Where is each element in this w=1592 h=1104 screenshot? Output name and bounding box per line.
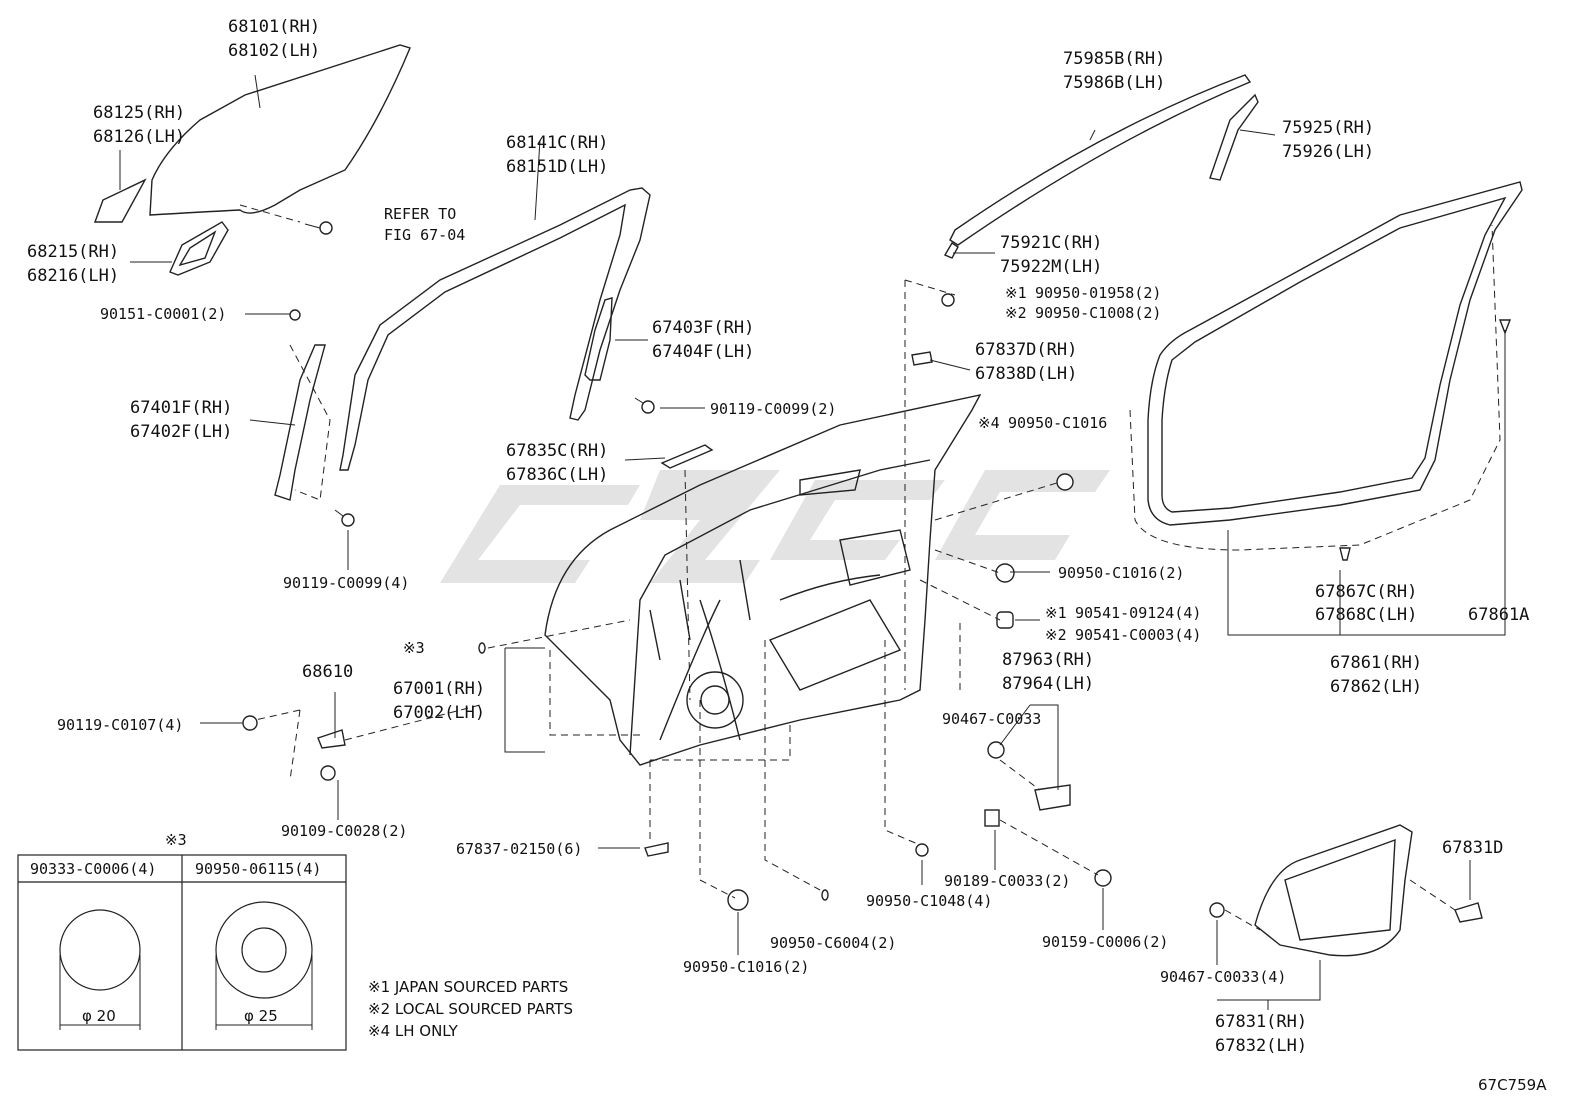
label-clip-67837: 67837-02150(6) [456, 840, 582, 858]
label-bolt-90119-2: 90119-C0099(2) [710, 400, 836, 418]
label-note2-part: 90950-C1008(2) [1035, 304, 1161, 322]
label-clip-lh: 75922M(LH) [1000, 257, 1102, 277]
label-run-lh: 67402F(LH) [130, 422, 232, 442]
label-garnish-lh: 75926(LH) [1282, 142, 1374, 162]
label-plug-2: 90950-C1016(2) [1058, 564, 1184, 582]
diagram-code: 67C759A [1478, 1076, 1547, 1094]
label-mark2-b: ※2 [1045, 626, 1067, 644]
table-col2-dia: φ 25 [244, 1007, 278, 1025]
label-garnish-rh: 75925(RH) [1282, 118, 1374, 138]
label-mark1-a: ※1 [1005, 284, 1027, 302]
label-screw-90151: 90151-C0001(2) [100, 305, 226, 323]
label-mark4: ※4 [978, 414, 1000, 432]
label-wclip-rh: 67867C(RH) [1315, 582, 1417, 602]
label-mark2-a: ※2 [1005, 304, 1027, 322]
door-panel [544, 393, 982, 766]
roof-moulding [949, 74, 1252, 246]
part-labels: 68101(RH) 68102(LH) 68125(RH) 68126(LH) … [27, 17, 1529, 1056]
label-panel-lh: 67002(LH) [393, 703, 485, 723]
label-weather-a: 67861A [1468, 605, 1529, 625]
grommet-outer-icon [215, 901, 313, 999]
label-bolt-90119-c0107: 90119-C0107(4) [57, 716, 183, 734]
door-glass [149, 44, 411, 216]
plug-table: ※3 90333-C0006(4) 90950-06115(4) φ 20 φ … [17, 831, 347, 1051]
label-support-lh: 87964(LH) [1002, 674, 1094, 694]
table-title: ※3 [165, 831, 187, 849]
label-weather-lh: 67862(LH) [1330, 677, 1422, 697]
label-glass-lh: 68102(LH) [228, 41, 320, 61]
table-col2-part: 90950-06115(4) [195, 860, 321, 878]
label-qglass-lh: 68126(LH) [93, 127, 185, 147]
label-plug-lh-only: 90950-C1016 [1008, 414, 1107, 432]
label-note1-part: 90950-01958(2) [1035, 284, 1161, 302]
label-moulding-rh: 75985B(RH) [1063, 49, 1165, 69]
label-glass-rh: 68101(RH) [228, 17, 320, 37]
label-qseal-lh: 68216(LH) [27, 266, 119, 286]
label-mark1-b: ※1 [1045, 604, 1067, 622]
table-col1-dia: φ 20 [82, 1007, 116, 1025]
division-cover [660, 444, 714, 469]
window-frame [339, 187, 651, 471]
label-frame-rh: 68141C(RH) [506, 133, 608, 153]
label-mark3: ※3 [403, 639, 425, 657]
note-1: ※1 JAPAN SOURCED PARTS [368, 978, 568, 996]
label-qseal-rh: 68215(RH) [27, 242, 119, 262]
note-3: ※4 LH ONLY [368, 1022, 459, 1040]
rear-run [584, 297, 613, 381]
label-plug-1016b: 90950-C1016(2) [683, 958, 809, 976]
door-weatherstrip [1147, 181, 1523, 526]
door-glass-group [94, 44, 714, 527]
leader-lines [119, 74, 1506, 1010]
label-plug-1048: 90950-C1048(4) [866, 892, 992, 910]
check-assy [317, 729, 346, 749]
front-run [274, 344, 326, 501]
grommet-inner-icon [241, 927, 287, 973]
bolt-icon [289, 221, 655, 527]
weatherstrip-group [943, 74, 1523, 561]
label-refer-2: FIG 67-04 [384, 226, 465, 244]
label-refer-1: REFER TO [384, 205, 456, 223]
label-nut2: 90541-C0003(4) [1075, 626, 1201, 644]
moulding-clip [943, 242, 959, 259]
label-clip-90467: 90467-C0033 [942, 710, 1041, 728]
note-2: ※2 LOCAL SOURCED PARTS [368, 1000, 573, 1018]
label-panel-rh: 67001(RH) [393, 679, 485, 699]
label-cover-rh: 67835C(RH) [506, 441, 608, 461]
quarter-glass [94, 178, 147, 223]
footnotes: ※1 JAPAN SOURCED PARTS ※2 LOCAL SOURCED … [368, 978, 573, 1040]
label-clip-rh: 75921C(RH) [1000, 233, 1102, 253]
pillar-garnish [1209, 93, 1259, 181]
label-rear-run-lh: 67404F(LH) [652, 342, 754, 362]
quarter-glass-seal [169, 221, 229, 276]
table-col1-part: 90333-C0006(4) [30, 860, 156, 878]
weatherstrip-clip [1339, 547, 1351, 561]
label-bracket-lh: 67838D(LH) [975, 364, 1077, 384]
label-hinge-part: 68610 [302, 662, 353, 682]
label-weather-rh: 67861(RH) [1330, 653, 1422, 673]
label-support-rh: 87963(RH) [1002, 650, 1094, 670]
hardware-icons [242, 293, 1112, 911]
label-bolt-90109: 90109-C0028(2) [281, 822, 407, 840]
label-cover-lh: 67836C(LH) [506, 465, 608, 485]
label-run-rh: 67401F(RH) [130, 398, 232, 418]
service-hole-cover [1209, 824, 1483, 957]
label-plug-6004: 90950-C6004(2) [770, 934, 896, 952]
label-nut1: 90541-09124(4) [1075, 604, 1201, 622]
label-screw-90159: 90159-C0006(2) [1042, 933, 1168, 951]
label-wclip-lh: 67868C(LH) [1315, 605, 1417, 625]
label-shield-lh: 67832(LH) [1215, 1036, 1307, 1056]
label-shield-rh: 67831(RH) [1215, 1012, 1307, 1032]
label-rear-run-rh: 67403F(RH) [652, 318, 754, 338]
label-clip-90189: 90189-C0033(2) [944, 872, 1070, 890]
label-bracket-rh: 67837D(RH) [975, 340, 1077, 360]
label-shield-d: 67831D [1442, 838, 1503, 858]
label-clip-90467-4: 90467-C0033(4) [1160, 968, 1286, 986]
label-frame-lh: 68151D(LH) [506, 157, 608, 177]
label-qglass-rh: 68125(RH) [93, 103, 185, 123]
plug-circle-icon [59, 909, 141, 991]
label-moulding-lh: 75986B(LH) [1063, 73, 1165, 93]
label-bolt-90119-4: 90119-C0099(4) [283, 574, 409, 592]
